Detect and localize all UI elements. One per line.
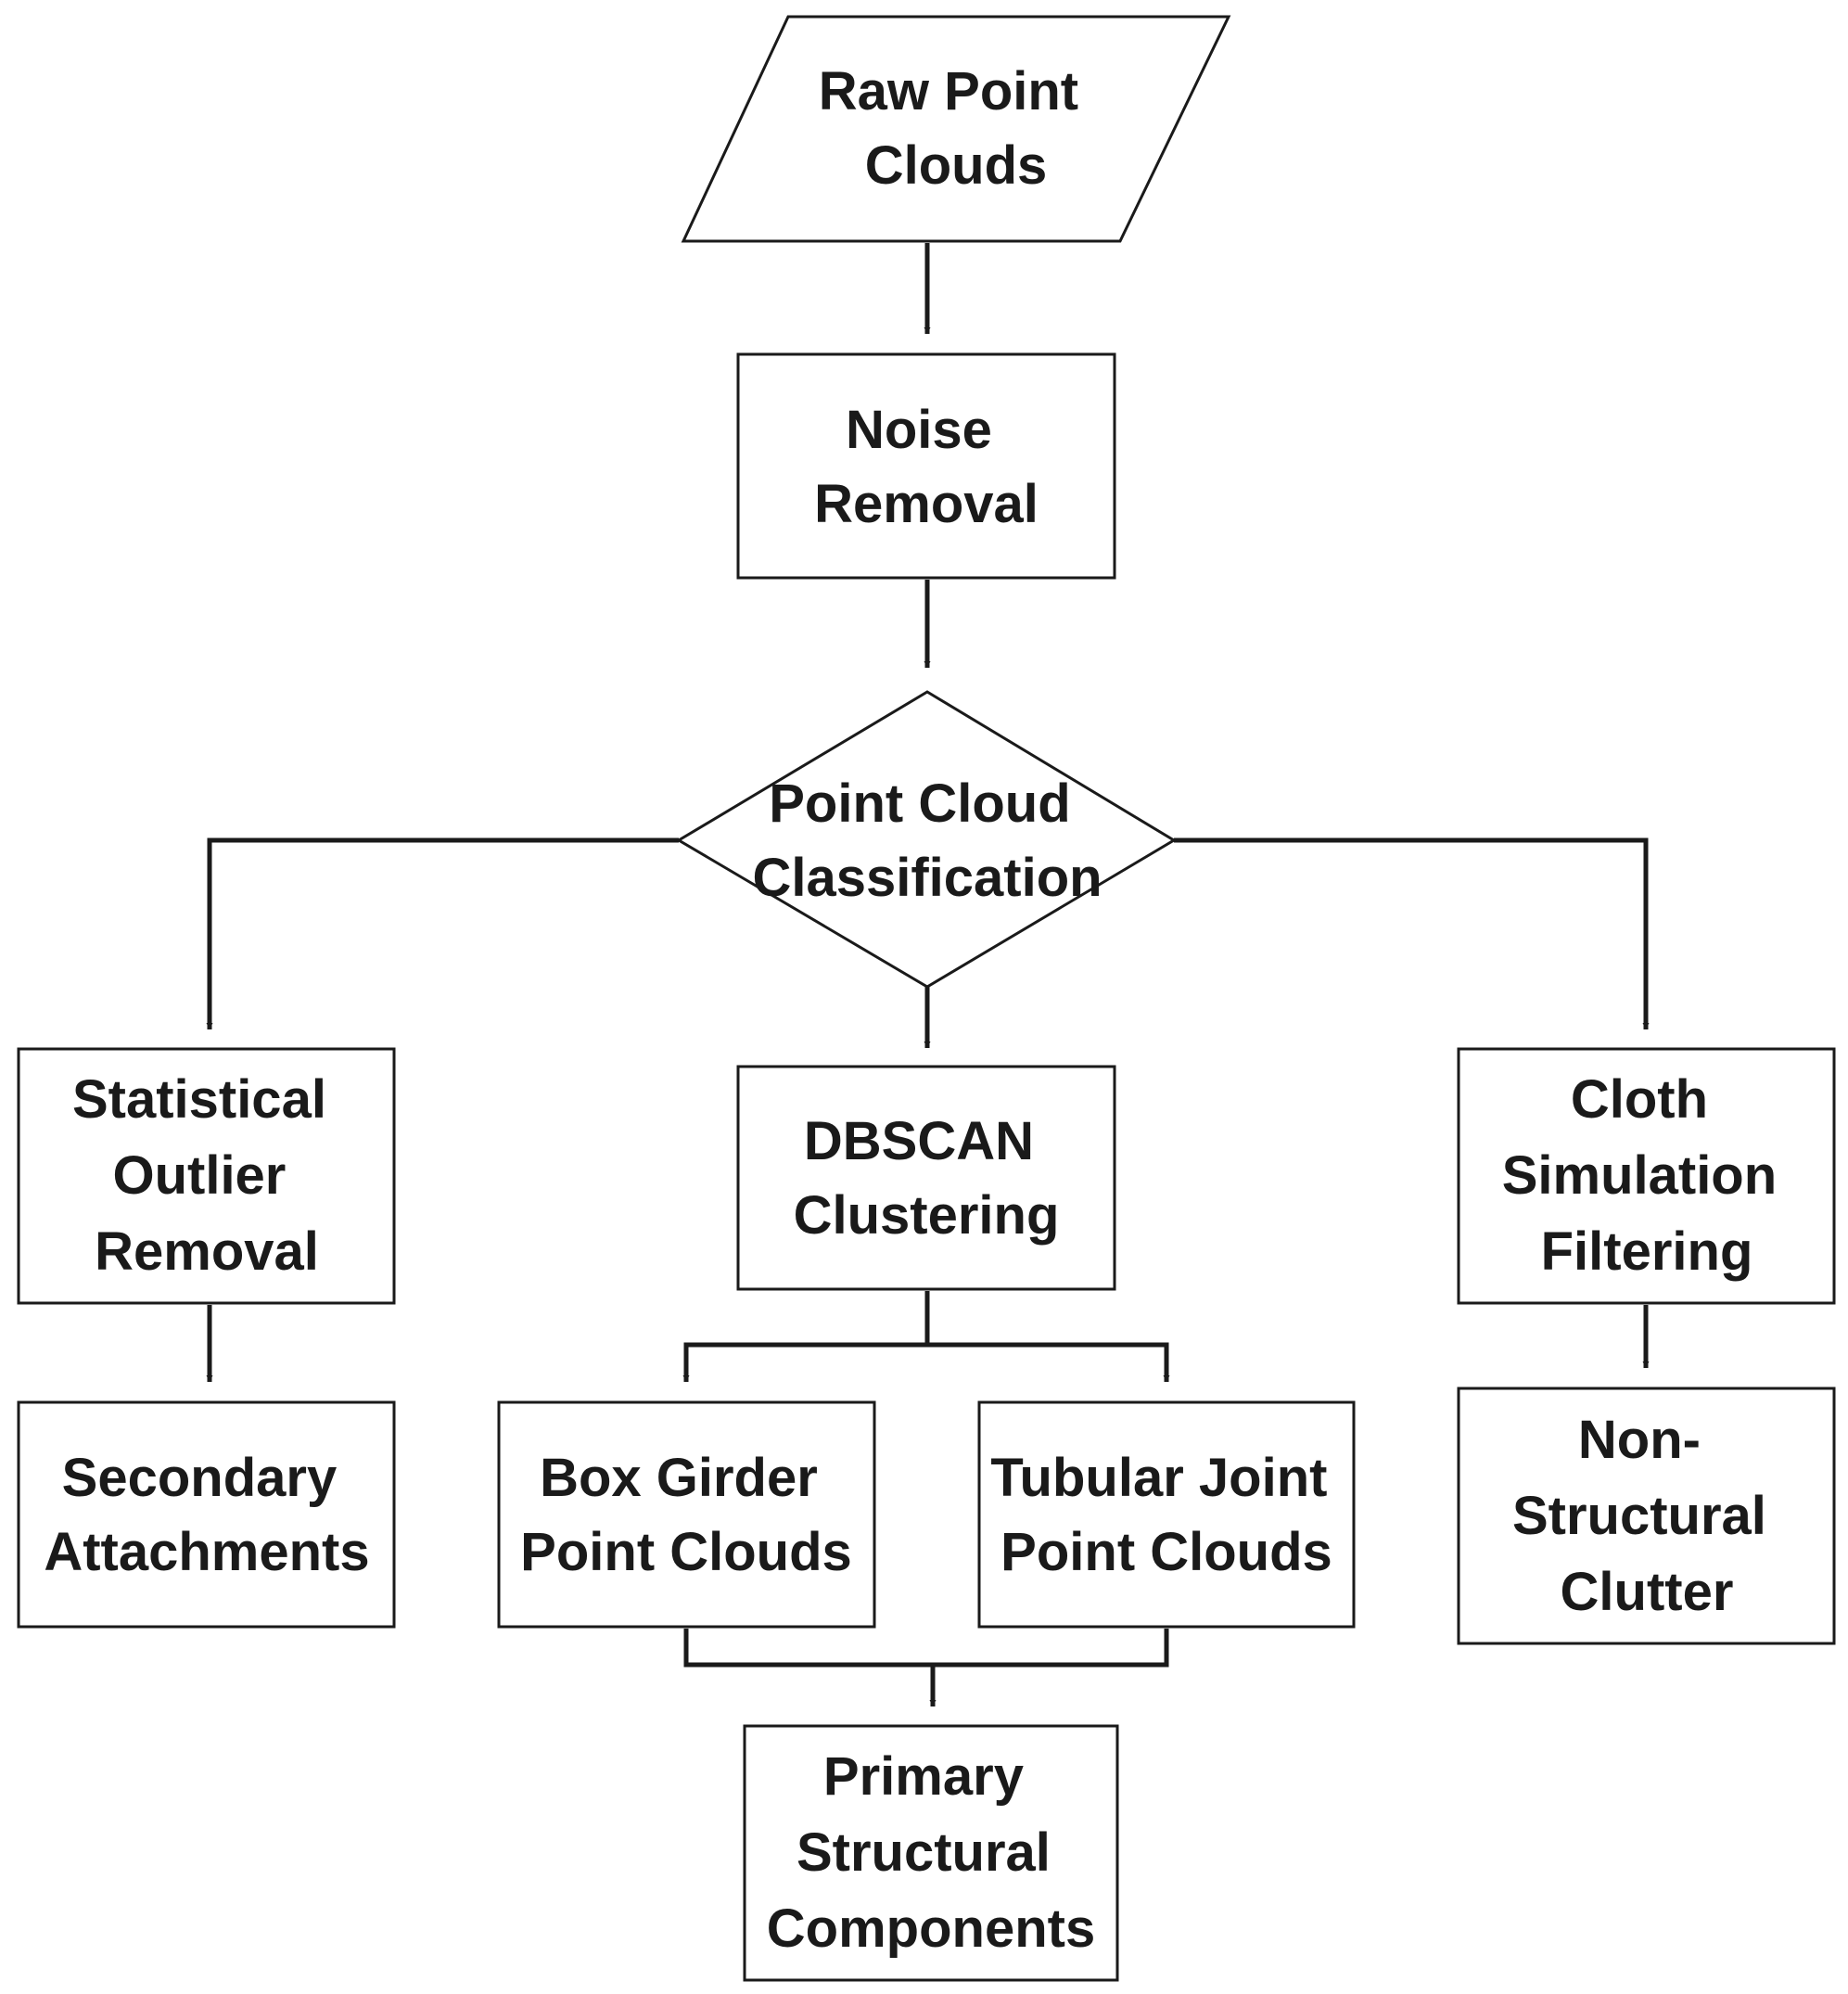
noise-removal-node: Noise Removal xyxy=(736,352,1116,580)
node-label: Raw Point Clouds xyxy=(819,61,1093,196)
box-girder-point-clouds-node: Box Girder Point Clouds xyxy=(497,1400,876,1629)
node-label: DBSCAN Clustering xyxy=(794,1111,1060,1246)
noise-removal-line-1: Noise xyxy=(846,400,992,460)
node-label: Point Cloud Classification xyxy=(752,773,1102,908)
statistical-outlier-removal-line-2: Outlier xyxy=(112,1145,286,1206)
parallelogram-shape xyxy=(681,15,1231,243)
node-label: Primary Structural Components xyxy=(767,1746,1095,1959)
statistical-outlier-removal-line-1: Statistical xyxy=(72,1069,326,1130)
cloth-simulation-filtering-line-1: Cloth xyxy=(1571,1069,1708,1130)
non-structural-clutter-line-2: Structural xyxy=(1512,1486,1766,1546)
primary-structural-components-line-1: Primary xyxy=(823,1746,1024,1807)
point-cloud-classification-line-2: Classification xyxy=(752,848,1102,908)
node-label: Secondary Attachments xyxy=(44,1448,369,1582)
rectangle-shape xyxy=(743,1724,1119,1982)
edge-box-girder-to-primary xyxy=(683,1629,937,1706)
raw-point-clouds-line-1: Raw Point xyxy=(819,61,1078,121)
noise-removal-line-2: Removal xyxy=(814,474,1039,534)
primary-structural-components-line-3: Components xyxy=(767,1898,1095,1959)
rectangle-shape xyxy=(736,352,1116,580)
secondary-attachments-node: Secondary Attachments xyxy=(17,1400,396,1629)
cloth-simulation-filtering-node: Cloth Simulation Filtering xyxy=(1457,1047,1836,1305)
tubular-joint-point-clouds-node: Tubular Joint Point Clouds xyxy=(977,1400,1356,1629)
node-label: Non- Structural Clutter xyxy=(1512,1410,1781,1622)
node-label: Tubular Joint Point Clouds xyxy=(990,1448,1342,1582)
edge-classification-to-cloth xyxy=(1174,837,1650,1029)
non-structural-clutter-node: Non- Structural Clutter xyxy=(1457,1387,1836,1645)
cloth-simulation-filtering-line-2: Simulation xyxy=(1502,1145,1777,1206)
primary-structural-components-line-2: Structural xyxy=(797,1822,1051,1883)
non-structural-clutter-line-1: Non- xyxy=(1578,1410,1701,1470)
raw-point-clouds-node: Raw Point Clouds xyxy=(681,15,1231,243)
rectangle-shape xyxy=(1457,1387,1836,1645)
edge-classification-to-statistical xyxy=(206,837,679,1029)
rectangle-shape xyxy=(17,1400,396,1629)
dbscan-clustering-line-2: Clustering xyxy=(794,1185,1060,1246)
dbscan-clustering-line-1: DBSCAN xyxy=(804,1111,1034,1171)
rectangle-shape xyxy=(17,1047,396,1305)
cloth-simulation-filtering-line-3: Filtering xyxy=(1541,1221,1753,1282)
rectangle-shape xyxy=(497,1400,876,1629)
dbscan-clustering-node: DBSCAN Clustering xyxy=(736,1065,1116,1291)
tubular-joint-line-1: Tubular Joint xyxy=(990,1448,1327,1508)
secondary-attachments-line-2: Attachments xyxy=(44,1522,369,1582)
diamond-shape xyxy=(676,690,1177,989)
edge-tubular-to-primary xyxy=(933,1629,1169,1668)
rectangle-shape xyxy=(977,1400,1356,1629)
box-girder-line-1: Box Girder xyxy=(540,1448,818,1508)
node-label: Box Girder Point Clouds xyxy=(520,1448,852,1582)
box-girder-line-2: Point Clouds xyxy=(520,1522,852,1582)
connectors xyxy=(206,243,1650,1706)
point-cloud-classification-line-1: Point Cloud xyxy=(769,773,1070,834)
node-label: Cloth Simulation Filtering xyxy=(1502,1069,1792,1282)
primary-structural-components-node: Primary Structural Components xyxy=(743,1724,1119,1982)
secondary-attachments-line-1: Secondary xyxy=(62,1448,338,1508)
raw-point-clouds-line-2: Clouds xyxy=(865,135,1048,196)
edge-dbscan-to-box-girder xyxy=(682,1291,930,1382)
statistical-outlier-removal-node: Statistical Outlier Removal xyxy=(17,1047,396,1305)
edge-dbscan-to-tubular xyxy=(924,1291,1170,1382)
node-label: Statistical Outlier Removal xyxy=(72,1069,341,1282)
statistical-outlier-removal-line-3: Removal xyxy=(95,1221,319,1282)
rectangle-shape xyxy=(736,1065,1116,1291)
node-label: Noise Removal xyxy=(814,400,1039,534)
non-structural-clutter-line-3: Clutter xyxy=(1561,1562,1734,1622)
rectangle-shape xyxy=(1457,1047,1836,1305)
tubular-joint-line-2: Point Clouds xyxy=(1000,1522,1332,1582)
point-cloud-classification-node: Point Cloud Classification xyxy=(676,690,1177,989)
